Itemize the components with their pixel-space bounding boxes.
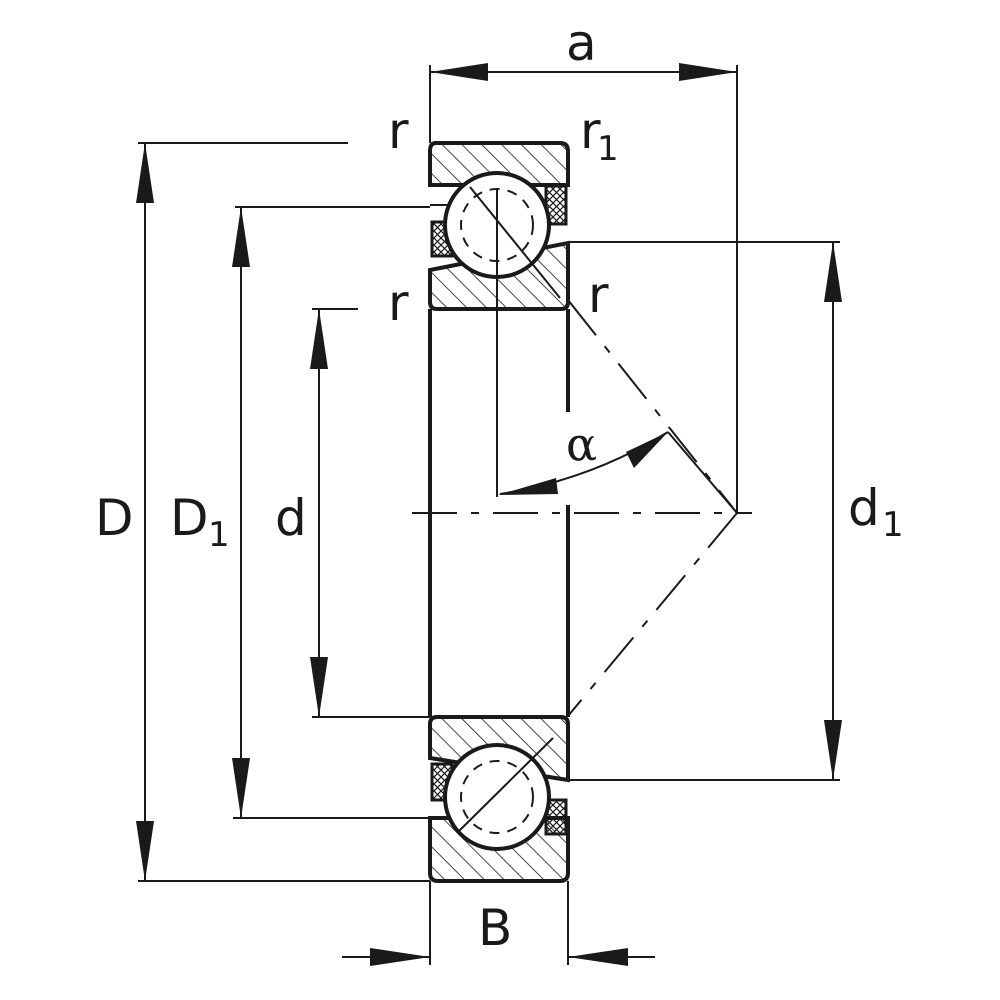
- label-D1-subscript: 1: [208, 515, 230, 555]
- alpha-label: α: [566, 417, 597, 471]
- lower-contact-line: [457, 737, 554, 833]
- dimension-D: D: [95, 142, 430, 882]
- contact-line-upper-extension: [567, 299, 738, 514]
- label-a: a: [566, 14, 597, 72]
- label-r1: r: [580, 102, 601, 160]
- contact-line-lower-extension: [567, 512, 738, 717]
- label-D: D: [95, 489, 134, 547]
- dimension-d: d: [275, 308, 430, 718]
- dimension-a: a: [429, 14, 738, 513]
- dimension-D1: D 1: [170, 206, 430, 819]
- upper-section: [428, 141, 570, 311]
- label-d1: d: [848, 479, 880, 537]
- dimension-d1: d 1: [568, 241, 904, 781]
- label-d: d: [275, 489, 307, 547]
- dimension-B: B: [342, 881, 655, 966]
- lower-ball: [443, 743, 551, 851]
- label-D1: D: [170, 489, 209, 547]
- upper-contact-line: [469, 186, 561, 299]
- label-d1-subscript: 1: [882, 505, 904, 545]
- alpha-leader: [667, 431, 738, 514]
- label-B: B: [478, 899, 512, 957]
- label-r1-subscript: 1: [597, 129, 619, 169]
- lower-section: [428, 715, 570, 883]
- label-r-top-left: r: [388, 102, 409, 160]
- alpha-arrow-right: [626, 432, 668, 468]
- lower-ball-contact-circle: [460, 760, 534, 834]
- label-r-mid-right: r: [588, 266, 609, 324]
- label-r-mid-left: r: [388, 274, 409, 332]
- alpha-arrow-left: [498, 478, 558, 495]
